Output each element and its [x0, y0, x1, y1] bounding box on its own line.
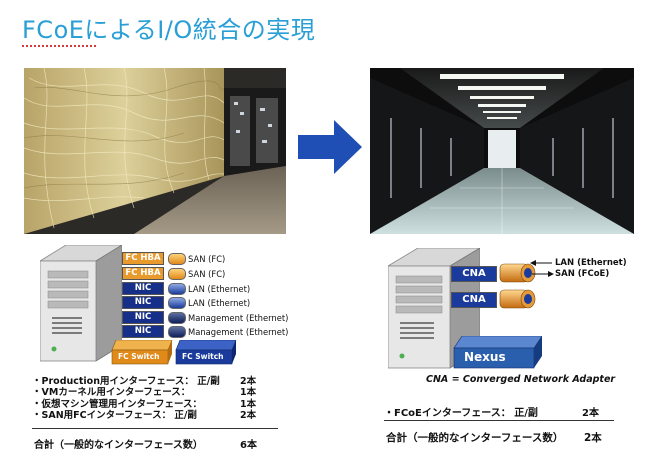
server-icon	[40, 245, 122, 362]
interface-list-left: ・Production用インターフェース： 正/副 2本 ・VMカーネル用インタ…	[32, 376, 272, 421]
cabling-photo	[24, 68, 286, 234]
nic-tag-4: NIC	[122, 325, 164, 338]
ethernet-port-icon	[168, 297, 186, 309]
cna-tag-1: CNA	[451, 266, 497, 282]
port-label: Management (Ethernet)	[188, 313, 289, 323]
port-label: Management (Ethernet)	[188, 327, 289, 337]
arrow-icon	[530, 260, 554, 277]
cna-caption: CNA = Converged Network Adapter	[426, 374, 616, 385]
fc-switch-label: FC Switch	[182, 352, 224, 361]
total-label-left: 合計（一般的なインターフェース数）	[34, 440, 203, 451]
port-label: LAN (Ethernet)	[188, 284, 251, 294]
fc-port-icon	[168, 268, 186, 280]
switch-icon	[111, 340, 237, 365]
fc-port-icon	[168, 253, 186, 265]
list-item: ・VMカーネル用インターフェース： 1本	[32, 387, 257, 399]
total-count-left: 6本	[240, 440, 257, 451]
fc-switch-label: FC Switch	[118, 352, 160, 361]
port-label: LAN (Ethernet)	[188, 298, 251, 308]
server-icon	[388, 248, 480, 369]
cna-port-icon	[499, 263, 536, 309]
ethernet-port-icon	[168, 283, 186, 295]
ethernet-port-icon	[168, 326, 186, 338]
list-item: ・SAN用FCインターフェース： 正/副 2本	[32, 409, 257, 421]
list-item: ・Production用インターフェース： 正/副 2本	[32, 376, 257, 387]
port-label: SAN (FCoE)	[555, 269, 610, 279]
nexus-label: Nexus	[464, 350, 506, 364]
cna-tag-2: CNA	[451, 292, 497, 308]
total-count-right: 2本	[584, 432, 602, 444]
list-item: ・FCoEインターフェース： 正/副	[384, 408, 538, 419]
total-label-right: 合計（一般的なインターフェース数）	[386, 432, 564, 444]
ethernet-port-icon	[168, 312, 186, 324]
port-label: SAN (FC)	[188, 269, 226, 279]
port-label: SAN (FC)	[188, 254, 226, 264]
fc-hba-tag-1: FC HBA	[122, 252, 164, 265]
page-title: FCoEによるI/O統合の実現	[22, 10, 315, 47]
list-item: ・仮想マシン管理用インターフェース： 1本	[32, 398, 257, 410]
divider	[384, 420, 614, 421]
nexus-switch-icon	[453, 336, 542, 369]
nic-tag-3: NIC	[122, 311, 164, 324]
nic-tag-2: NIC	[122, 296, 164, 309]
nic-tag-1: NIC	[122, 282, 164, 295]
transition-arrow	[298, 120, 362, 174]
item-count-right: 2本	[582, 408, 599, 419]
divider	[32, 428, 278, 429]
datacenter-photo	[370, 68, 634, 234]
fc-hba-tag-2: FC HBA	[122, 267, 164, 280]
port-label: LAN (Ethernet)	[555, 258, 627, 268]
spellcheck-underline	[22, 45, 96, 47]
